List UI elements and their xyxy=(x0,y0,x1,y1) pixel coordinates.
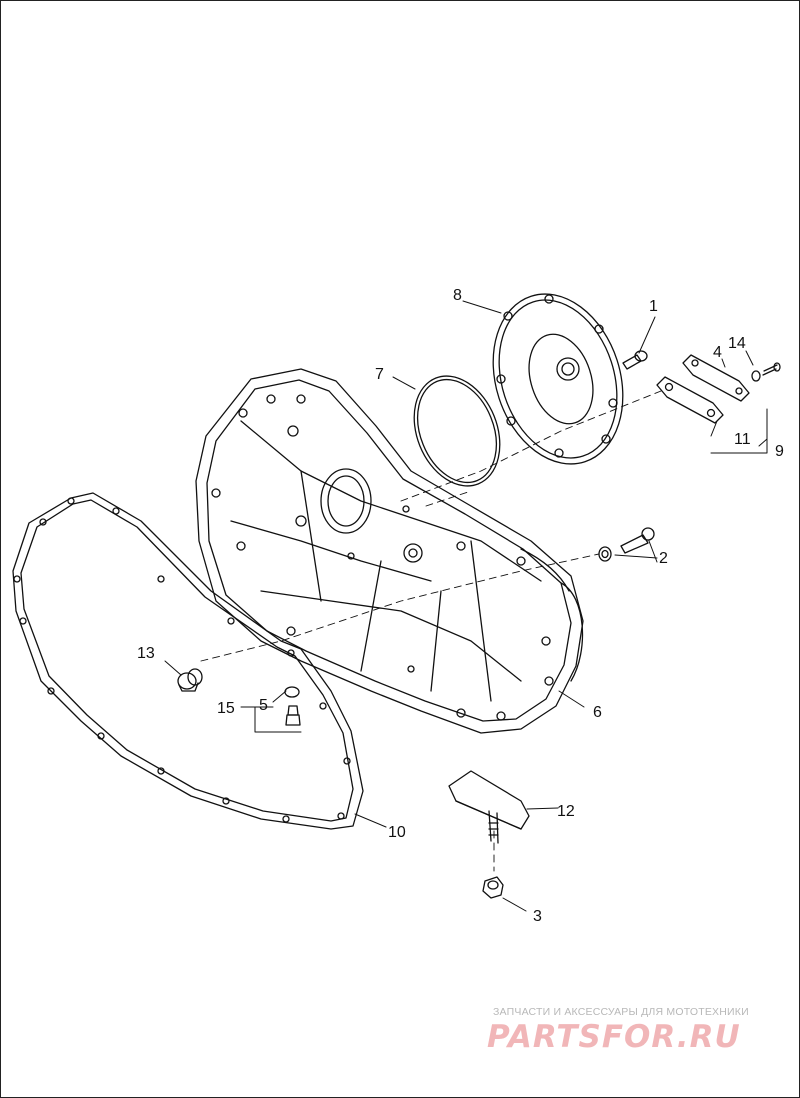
watermark-tagline: ЗАПЧАСТИ И АКСЕССУАРЫ ДЛЯ МОТОТЕХНИКИ xyxy=(493,1006,749,1018)
callout-3: 3 xyxy=(533,908,542,925)
callout-7: 7 xyxy=(375,366,384,383)
o-ring-part-7 xyxy=(413,375,501,487)
callout-12: 12 xyxy=(557,803,575,820)
callout-10: 10 xyxy=(388,824,406,841)
callout-5: 5 xyxy=(259,697,268,714)
inspection-plate-part-4 xyxy=(682,354,750,402)
shoe-part-12 xyxy=(448,770,530,844)
watermark-logo: PARTSFOR.RU xyxy=(487,1019,741,1055)
callout-11: 11 xyxy=(734,431,751,448)
leader-lines xyxy=(164,300,768,912)
callout-14: 14 xyxy=(728,335,746,352)
screw-part-1 xyxy=(622,350,648,370)
callout-15: 15 xyxy=(217,700,235,717)
assembly-centerlines xyxy=(200,390,662,872)
primary-cover-part-6 xyxy=(195,368,584,734)
drain-plug-part-5 xyxy=(284,686,301,726)
callout-6: 6 xyxy=(593,704,602,721)
callout-8: 8 xyxy=(453,287,462,304)
derby-cover-part-8 xyxy=(492,293,624,465)
plate-gasket-part-11 xyxy=(656,376,724,424)
nut-part-3 xyxy=(482,876,504,899)
callout-9: 9 xyxy=(775,443,784,460)
callout-4: 4 xyxy=(713,344,722,361)
plug-part-13 xyxy=(177,668,203,692)
callout-labels: 1 2 3 4 5 6 7 8 9 10 11 12 13 14 15 xyxy=(137,287,784,925)
callout-1: 1 xyxy=(649,298,658,315)
callout-13: 13 xyxy=(137,645,155,662)
washer-part-14-area xyxy=(751,362,781,382)
gasket-part-10 xyxy=(12,492,364,830)
callout-2: 2 xyxy=(659,550,668,567)
